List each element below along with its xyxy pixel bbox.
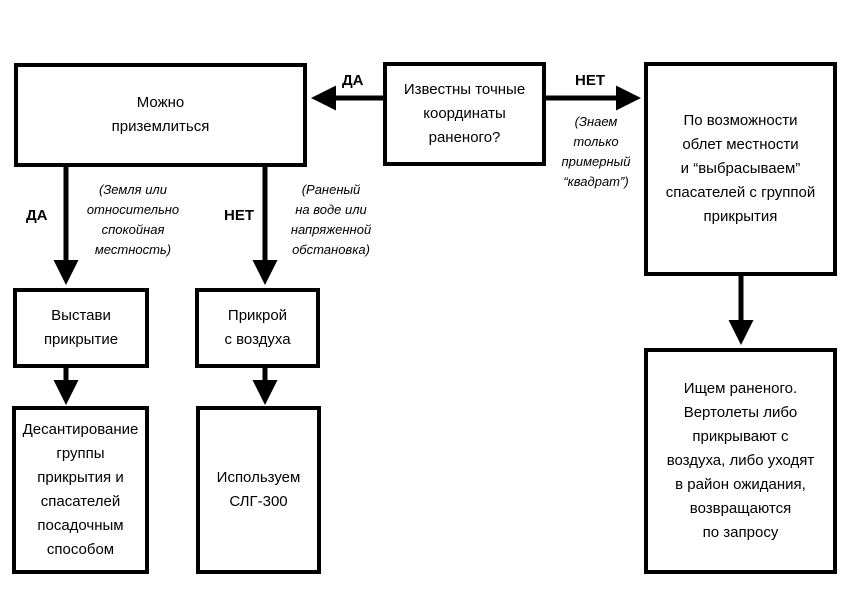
node-search-text: Ищем раненого. Вертолеты либо прикрывают…	[666, 380, 815, 541]
note-land-no: (Раненый на воде или напряженной обстано…	[290, 182, 372, 257]
node-air-cover: Прикрой с воздуха	[195, 288, 320, 368]
node-air-cover-text: Прикрой с воздуха	[224, 307, 291, 348]
node-flyover-text: По возможности облет местности и “выбрас…	[665, 112, 816, 225]
node-set-cover: Выстави прикрытие	[13, 288, 149, 368]
node-landing: Десантирование группы прикрытия и спасат…	[12, 406, 149, 574]
node-landing-text: Десантирование группы прикрытия и спасат…	[22, 421, 139, 558]
label-land-yes: ДА	[26, 207, 48, 224]
node-can-land: Можно приземлиться	[14, 63, 307, 167]
node-set-cover-text: Выстави прикрытие	[43, 307, 119, 348]
label-question-yes: ДА	[342, 72, 364, 89]
node-search: Ищем раненого. Вертолеты либо прикрывают…	[644, 348, 837, 574]
node-coordinates-question-text: Известны точные координаты раненого?	[403, 81, 526, 146]
label-land-no: НЕТ	[224, 207, 254, 224]
node-flyover: По возможности облет местности и “выбрас…	[644, 62, 837, 276]
node-can-land-text: Можно приземлиться	[111, 94, 210, 135]
note-land-yes: (Земля или относительно спокойная местно…	[86, 182, 180, 257]
node-coordinates-question: Известны точные координаты раненого?	[383, 62, 546, 166]
label-question-no: НЕТ	[575, 72, 605, 89]
node-slg: Используем СЛГ-300	[196, 406, 321, 574]
node-slg-text: Используем СЛГ-300	[216, 469, 301, 510]
note-question-no: (Знаем только примерный “квадрат”)	[561, 114, 631, 189]
